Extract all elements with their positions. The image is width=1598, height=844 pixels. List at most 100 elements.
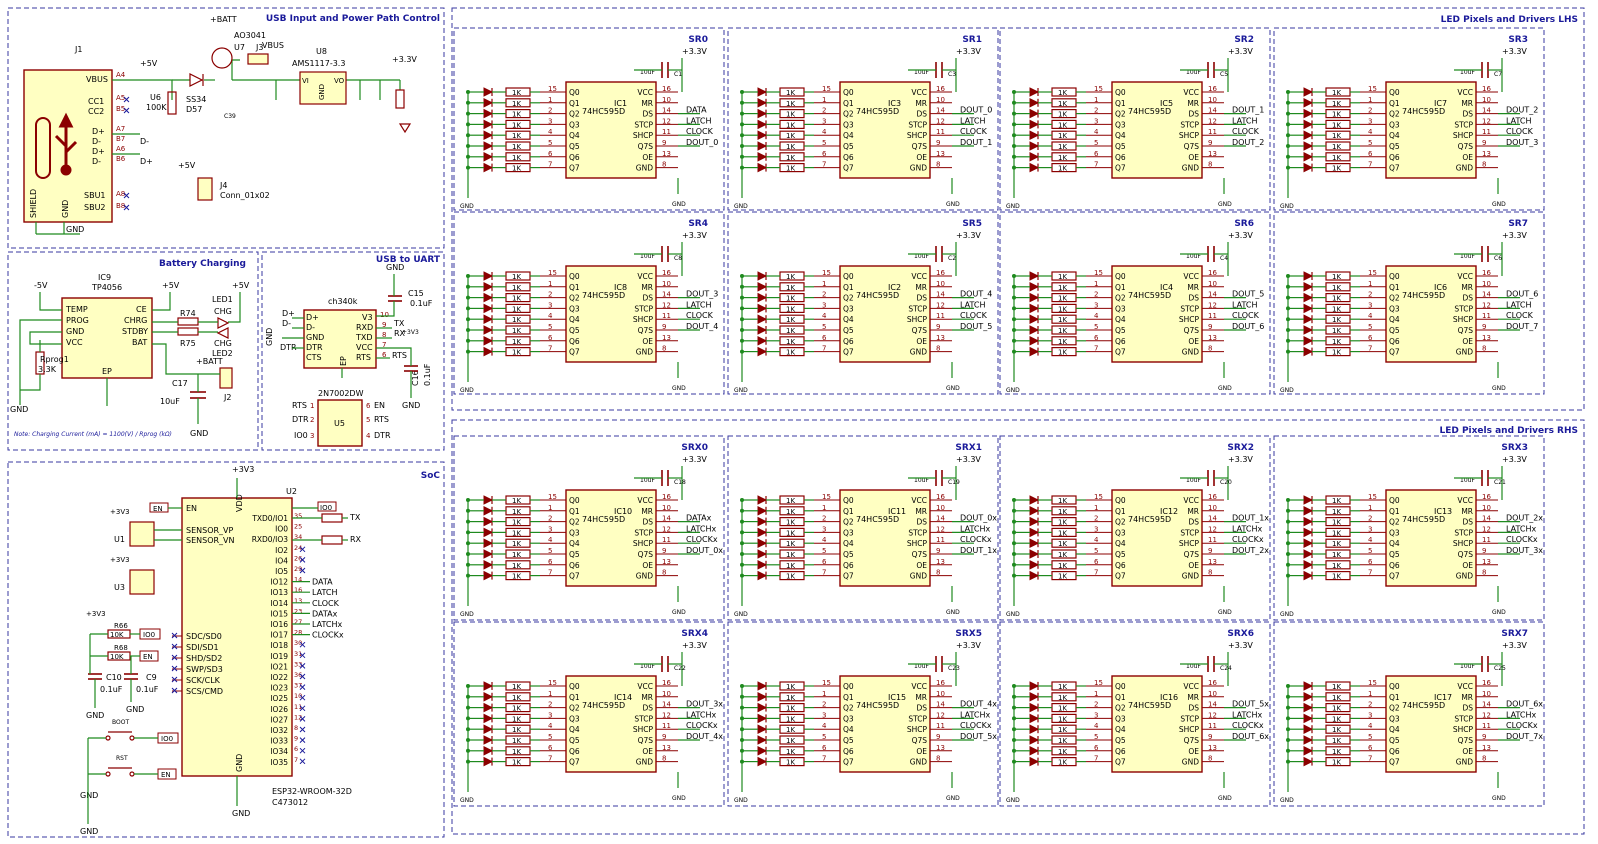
led-diode <box>1303 141 1314 151</box>
ic-pin-right: SHCP <box>1179 539 1200 548</box>
esp-pin-number: 11 <box>294 703 302 711</box>
cap-ref: C4 <box>1220 255 1228 262</box>
net-label: DOUT_1x <box>1232 514 1269 523</box>
net-label: CLOCK <box>960 311 988 320</box>
resistor-value: 1K <box>512 295 521 303</box>
esp-pin-number: 13 <box>294 597 302 605</box>
nc-mark <box>299 673 306 680</box>
cap-value: 10uF <box>640 663 655 670</box>
ic-pin-number: 1 <box>822 690 826 698</box>
led-diode <box>1029 141 1040 151</box>
ic-pin-left: Q2 <box>1389 518 1400 527</box>
ic-ref: IC11 <box>888 507 906 516</box>
vcc-label: +3.3V <box>682 455 707 464</box>
net-label: LATCHx <box>686 524 717 533</box>
esp-lcsc: C473012 <box>272 798 308 807</box>
led-diode <box>757 151 768 162</box>
resistor-value: 1K <box>1332 165 1341 173</box>
ic-ref: IC6 <box>1434 283 1447 292</box>
ic-pin-number: 15 <box>1094 493 1103 501</box>
ic-pin-left: Q1 <box>1115 283 1126 292</box>
gnd-label: GND <box>1492 795 1506 802</box>
resistor-value: 1K <box>786 705 795 713</box>
ic-pin-left: Q3 <box>1389 304 1400 313</box>
resistor-value: 1K <box>1332 519 1341 527</box>
ic-pin-left: Q4 <box>569 725 580 734</box>
resistor-value: 1K <box>786 540 795 548</box>
ic-body <box>1385 675 1477 773</box>
resistor-value: 1K <box>1058 100 1067 108</box>
c17-val: 10uF <box>160 397 180 406</box>
status-led <box>398 123 412 134</box>
ic-pin-right: GND <box>1182 572 1199 581</box>
led-diode <box>1303 745 1314 756</box>
ic-pin-number: 5 <box>1094 547 1098 555</box>
ic-pin-number: 7 <box>1368 569 1372 577</box>
led-diode <box>1303 108 1314 119</box>
ic-pin-number: 4 <box>1094 128 1099 136</box>
ic-pin-number: 2 <box>1368 291 1372 299</box>
ic-pin-number: 14 <box>1482 291 1491 299</box>
ic-pin-number: 11 <box>1482 128 1491 136</box>
ic-pin-number: 8 <box>1482 569 1486 577</box>
tp-ep: EP <box>102 367 112 376</box>
resistor-value: 1K <box>786 759 795 767</box>
block-frame <box>1273 27 1545 211</box>
resistor-value: 1K <box>1332 305 1341 313</box>
ic-pin-number: 11 <box>1208 536 1217 544</box>
gnd-label: GND <box>1218 201 1232 208</box>
nc-mark <box>299 705 306 712</box>
ic-pin-right: VCC <box>1183 496 1199 505</box>
battery-block: IC9 TP4056 TEMP PROG GND VCC CE CHRG STD… <box>10 273 250 438</box>
esp-pin-right: IO4 <box>275 556 288 565</box>
esp-pin-number: 30 <box>294 639 302 647</box>
ic-pin-number: 9 <box>1208 323 1212 331</box>
ic-pin-right: SHCP <box>907 315 928 324</box>
tp-ce: CE <box>136 305 147 314</box>
led-diode <box>1303 549 1314 559</box>
j4-connector <box>197 177 213 201</box>
resistor-value: 1K <box>1332 143 1341 151</box>
gnd-label: GND <box>672 201 686 208</box>
net-label: LATCHx <box>1232 710 1263 719</box>
ic-pin-number: 6 <box>1094 150 1099 158</box>
c10-val: 0.1uF <box>100 685 123 694</box>
resistor-value: 1K <box>1332 316 1341 324</box>
ic-ref: IC8 <box>614 283 627 292</box>
vcc-label: +3.3V <box>956 47 981 56</box>
ic-pin-number: 10 <box>1208 690 1217 698</box>
ic-pin-left: Q6 <box>1389 561 1400 570</box>
diode-ref: D57 <box>186 105 202 114</box>
net-dminus: D- <box>140 137 149 146</box>
ic-pin-number: 14 <box>1208 515 1217 523</box>
ic-pin-left: Q7 <box>1389 164 1400 173</box>
ic-chip: 74HC595D <box>1128 515 1171 524</box>
ic-pin-number: 10 <box>1482 96 1491 104</box>
soc-block: +3V3 U2 VDD GND ESP32-WROOM-32D C473012 … <box>80 465 362 836</box>
ic-pin-right: MR <box>1461 693 1473 702</box>
net-label: LATCHx <box>1506 524 1537 533</box>
ic-pin-right: MR <box>1461 507 1473 516</box>
q-n3: 3 <box>310 432 314 440</box>
resistor-value: 1K <box>786 327 795 335</box>
gnd-label: GND <box>672 795 686 802</box>
u1-body <box>129 521 155 547</box>
led1-symbol <box>217 317 230 329</box>
charge-note: Note: Charging Current (mA) = 1100(V) / … <box>14 431 172 438</box>
ic-ref: IC13 <box>1434 507 1452 516</box>
net-label: DOUT_1x <box>960 546 997 555</box>
ic-pin-left: Q2 <box>1115 704 1126 713</box>
resistor-value: 1K <box>1058 295 1067 303</box>
ic-chip: 74HC595D <box>1402 107 1445 116</box>
net-label: CLOCK <box>1506 127 1534 136</box>
ic-pin-right: VCC <box>637 682 653 691</box>
ic-pin-right: MR <box>641 99 653 108</box>
ic-chip: 74HC595D <box>582 701 625 710</box>
ic-pin-left: Q4 <box>1389 315 1400 324</box>
led-diode <box>1303 97 1314 108</box>
resistor-value: 1K <box>1058 540 1067 548</box>
net-label: DOUT_5 <box>960 322 992 331</box>
